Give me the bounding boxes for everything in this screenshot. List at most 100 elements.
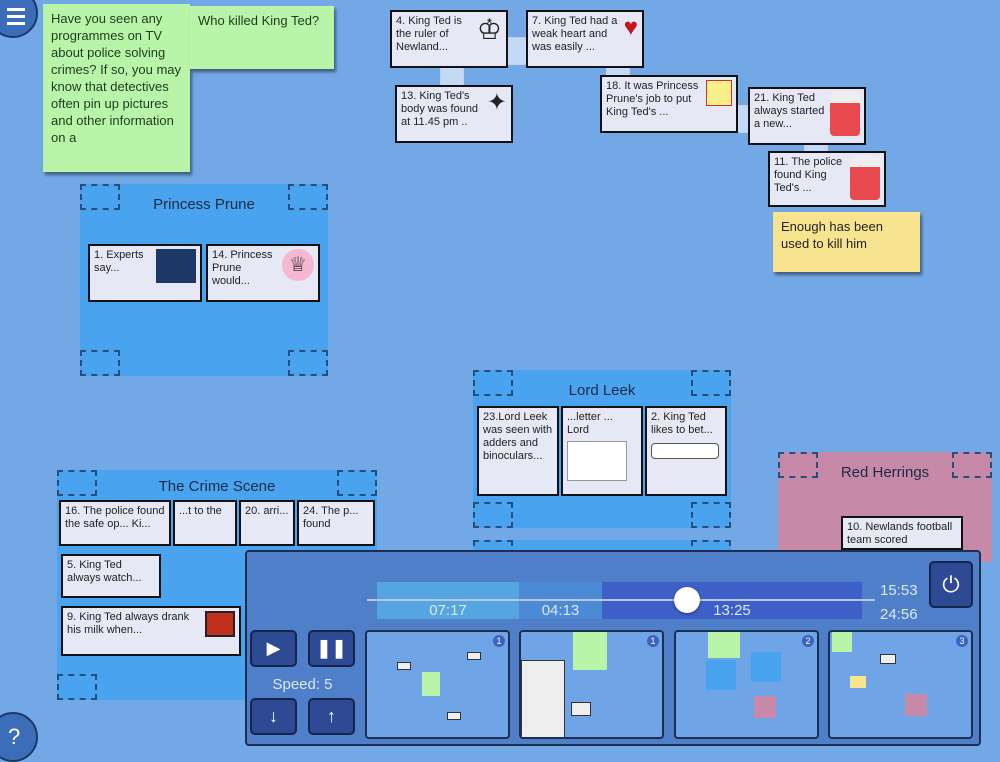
card-2[interactable]: 2. King Ted likes to bet...: [645, 406, 727, 496]
total-time: 24:56: [880, 606, 918, 623]
resize-handle[interactable]: [337, 470, 377, 496]
card-1[interactable]: 1. Experts say...: [88, 244, 202, 302]
current-time: 15:53: [880, 582, 918, 599]
snapshot-thumbnail[interactable]: 1: [365, 630, 510, 739]
thumbnail-badge: 2: [802, 635, 814, 647]
bottle-icon: [830, 92, 860, 136]
resize-handle[interactable]: [80, 350, 120, 376]
resize-handle[interactable]: [57, 674, 97, 700]
card-11[interactable]: 11. The police found King Ted's ...: [768, 151, 886, 207]
group-lord-leek[interactable]: Lord Leek 23.Lord Leek was seen with add…: [473, 370, 731, 528]
scrubber-track[interactable]: [367, 599, 875, 601]
resize-handle[interactable]: [473, 370, 513, 396]
group-title: Lord Leek: [568, 382, 636, 399]
letter-image: [567, 441, 627, 481]
intro-note[interactable]: Have you seen any programmes on TV about…: [43, 4, 190, 172]
princess-icon: ♕: [282, 249, 314, 281]
king-icon: ♔: [476, 14, 502, 45]
card-text: 16. The police found the safe op... Ki..…: [65, 505, 165, 530]
pause-button[interactable]: ❚❚: [308, 630, 355, 667]
card-text: 5. King Ted always watch...: [67, 559, 142, 584]
title-note[interactable]: Who killed King Ted?: [190, 6, 334, 69]
card-4[interactable]: ♔ 4. King Ted is the ruler of Newland...: [390, 10, 508, 68]
card-24[interactable]: 24. The p... found: [297, 500, 375, 546]
card-13[interactable]: ✦ 13. King Ted's body was found at 11.45 …: [395, 85, 513, 143]
body-outline-icon: ✦: [486, 89, 507, 116]
card-letter[interactable]: ...letter ... Lord: [561, 406, 643, 496]
thumbnail-badge: 1: [647, 635, 659, 647]
resize-handle[interactable]: [288, 350, 328, 376]
segment-1-time: 07:17: [429, 602, 467, 619]
resize-handle[interactable]: [778, 452, 818, 478]
doctor-image: [156, 249, 196, 283]
group-red-herrings[interactable]: Red Herrings 10. Newlands football team …: [778, 452, 992, 562]
menu-button[interactable]: [0, 0, 38, 38]
enough-note-text: Enough has been used to kill him: [781, 219, 883, 251]
card-text: 1. Experts say...: [94, 249, 144, 274]
play-icon: ▶: [266, 638, 281, 658]
segment-2-time: 04:13: [541, 602, 580, 619]
resize-handle[interactable]: [952, 452, 992, 478]
card-text: 7. King Ted had a weak heart and was eas…: [532, 15, 618, 53]
card-text: 20. arri...: [245, 505, 289, 517]
power-button[interactable]: ⏻: [929, 561, 973, 608]
help-button[interactable]: ?: [0, 712, 38, 762]
card-14[interactable]: ♕ 14. Princess Prune would...: [206, 244, 320, 302]
card-hidden[interactable]: ...t to the: [173, 500, 237, 546]
card-text: 9. King Ted always drank his milk when..…: [67, 611, 190, 636]
card-text: 23.Lord Leek was seen with adders and bi…: [483, 411, 553, 462]
card-20[interactable]: 20. arri...: [239, 500, 295, 546]
thumbnail-badge: 1: [493, 635, 505, 647]
card-18[interactable]: 18. It was Princess Prune's job to put K…: [600, 75, 738, 133]
speech-bubble-image: [651, 443, 719, 459]
scrubber-knob[interactable]: [674, 587, 701, 613]
card-text: ...t to the: [179, 505, 222, 517]
card-text: 18. It was Princess Prune's job to put K…: [606, 80, 699, 118]
group-title: Red Herrings: [840, 464, 930, 481]
group-title: The Crime Scene: [158, 478, 276, 495]
resize-handle[interactable]: [57, 470, 97, 496]
card-text: 2. King Ted likes to bet...: [651, 411, 713, 436]
intro-note-text: Have you seen any programmes on TV about…: [51, 11, 182, 145]
speed-up-button[interactable]: ↑: [308, 698, 355, 735]
card-text: 14. Princess Prune would...: [212, 249, 273, 287]
pause-icon: ❚❚: [316, 638, 347, 658]
card-5[interactable]: 5. King Ted always watch...: [61, 554, 161, 598]
resize-handle[interactable]: [691, 370, 731, 396]
snapshot-thumbnail[interactable]: 3: [828, 630, 973, 739]
play-button[interactable]: ▶: [250, 630, 297, 667]
heart-icon: ♥: [623, 14, 638, 41]
arrow-down-icon: ↓: [269, 706, 278, 726]
thumbnail-badge: 3: [956, 635, 968, 647]
tv-image: [205, 611, 235, 637]
resize-handle[interactable]: [473, 502, 513, 528]
card-text: 11. The police found King Ted's ...: [774, 156, 843, 194]
group-title: Princess Prune: [153, 196, 255, 213]
resize-handle[interactable]: [691, 502, 731, 528]
title-note-text: Who killed King Ted?: [198, 13, 320, 28]
resize-handle[interactable]: [80, 184, 120, 210]
card-text: 4. King Ted is the ruler of Newland...: [396, 15, 462, 53]
group-crime-scene[interactable]: The Crime Scene 16. The police found the…: [57, 470, 377, 700]
card-text: 13. King Ted's body was found at 11.45 p…: [401, 90, 479, 128]
card-7[interactable]: ♥7. King Ted had a weak heart and was ea…: [526, 10, 644, 68]
card-text: 21. King Ted always started a new...: [754, 92, 825, 130]
speed-down-button[interactable]: ↓: [250, 698, 297, 735]
resize-handle[interactable]: [288, 184, 328, 210]
group-princess-prune[interactable]: Princess Prune ♕ 14. Princess Prune would…: [80, 184, 328, 376]
card-23[interactable]: 23.Lord Leek was seen with adders and bi…: [477, 406, 559, 496]
card-21[interactable]: 21. King Ted always started a new...: [748, 87, 866, 145]
bottle-icon: [850, 156, 880, 200]
arrow-up-icon: ↑: [327, 706, 336, 726]
speed-label: Speed: 5: [272, 676, 333, 693]
card-text: 24. The p... found: [303, 505, 359, 530]
card-10[interactable]: 10. Newlands football team scored: [841, 516, 963, 550]
snapshot-thumbnail[interactable]: 2: [674, 630, 819, 739]
card-text: ...letter ... Lord: [567, 411, 613, 436]
card-text: 10. Newlands football team scored: [847, 521, 953, 546]
card-16[interactable]: 16. The police found the safe op... Ki..…: [59, 500, 171, 546]
card-9[interactable]: 9. King Ted always drank his milk when..…: [61, 606, 241, 656]
enough-note[interactable]: Enough has been used to kill him: [773, 212, 920, 272]
playback-panel: 07:17 04:13 13:25 15:53 24:56 ⏻ ▶ ❚❚ Spe…: [245, 550, 981, 746]
snapshot-thumbnail[interactable]: 1: [519, 630, 664, 739]
